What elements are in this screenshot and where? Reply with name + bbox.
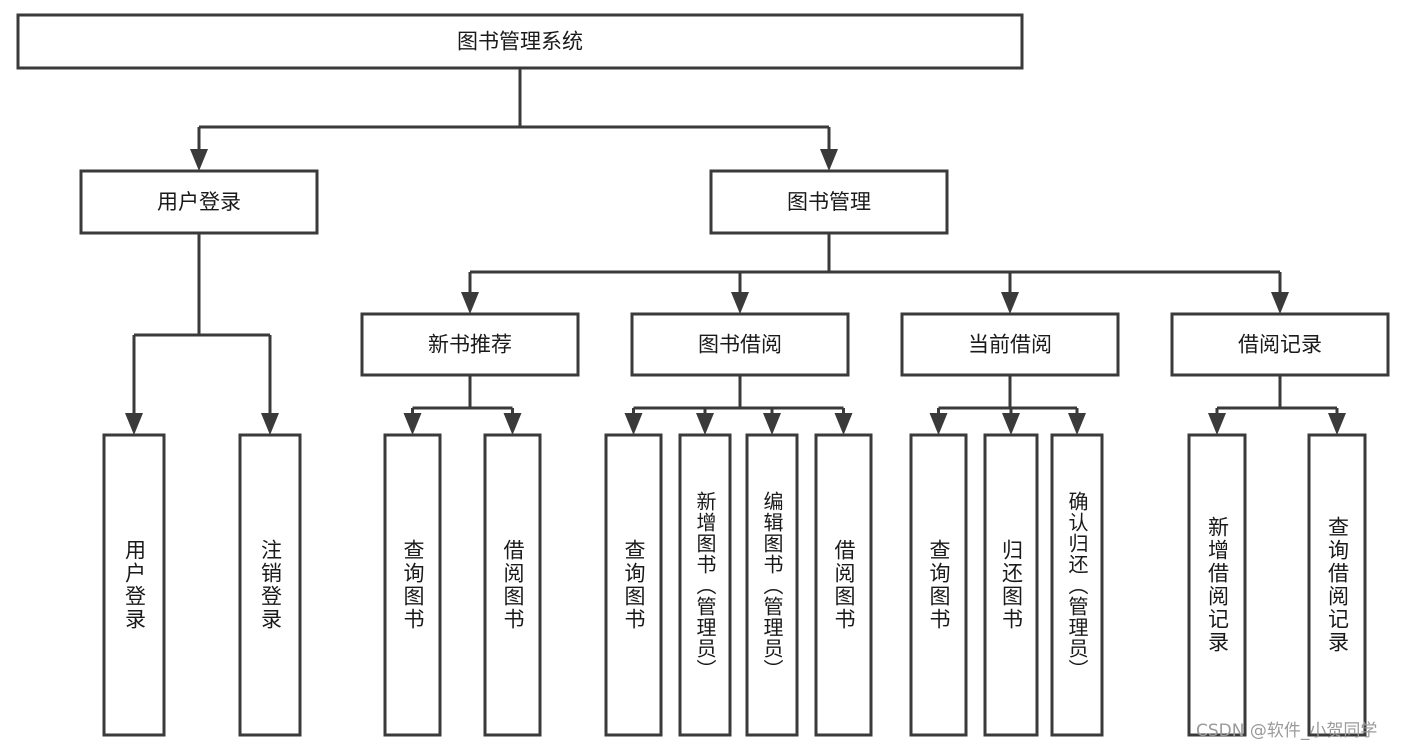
arrow-head-icon	[125, 413, 143, 435]
arrow-head-icon	[1328, 413, 1346, 435]
node-leaf-query-borrow-record[interactable]	[1307, 433, 1367, 737]
arrow-head-icon	[820, 149, 838, 171]
watermark-text: CSDN @软件_小贺同学	[1196, 721, 1378, 741]
arrow-head-icon	[696, 413, 714, 435]
node-leaf-borrow-book-rec[interactable]	[483, 433, 542, 737]
arrow-head-icon	[624, 413, 643, 435]
node-leaf-user-login[interactable]	[102, 433, 166, 737]
node-leaf-query-book-rec[interactable]	[383, 433, 442, 737]
node-leaf-confirm-return-admin[interactable]	[1050, 433, 1104, 737]
connector-layer	[125, 68, 1346, 435]
arrow-head-icon	[1271, 292, 1289, 314]
arrow-head-icon	[261, 413, 279, 435]
node-book-manage[interactable]	[709, 169, 949, 235]
arrow-head-icon	[403, 413, 422, 435]
arrow-head-icon	[1001, 292, 1019, 314]
node-root[interactable]	[16, 13, 1024, 70]
arrow-head-icon	[503, 413, 522, 435]
node-label-book-borrow: 图书借阅	[698, 333, 782, 357]
arrow-head-icon	[1208, 413, 1226, 435]
arrow-head-icon	[190, 149, 208, 171]
node-label-user-login: 用户登录	[157, 190, 241, 214]
node-box-layer	[16, 13, 1390, 737]
node-new-book-rec[interactable]	[360, 312, 580, 377]
node-label-borrow-record: 借阅记录	[1238, 333, 1322, 357]
node-book-borrow[interactable]	[630, 312, 850, 377]
arrow-head-icon	[1068, 413, 1086, 435]
node-borrow-record[interactable]	[1170, 312, 1390, 377]
arrow-head-icon	[929, 413, 948, 435]
node-current-borrow[interactable]	[900, 312, 1120, 377]
node-user-login[interactable]	[79, 169, 319, 235]
arrow-head-icon	[834, 413, 853, 435]
node-leaf-add-book-admin[interactable]	[678, 433, 732, 737]
node-label-book-manage: 图书管理	[787, 190, 871, 214]
node-leaf-borrow-book[interactable]	[814, 433, 873, 737]
node-label-current-borrow: 当前借阅	[968, 333, 1052, 357]
node-leaf-user-logout[interactable]	[238, 433, 302, 737]
node-leaf-edit-book-admin[interactable]	[745, 433, 799, 737]
node-leaf-query-book-cur[interactable]	[909, 433, 968, 737]
arrow-head-icon	[461, 292, 479, 314]
node-leaf-query-book-borrow[interactable]	[604, 433, 663, 737]
node-leaf-add-borrow-record[interactable]	[1187, 433, 1247, 737]
arrow-head-icon	[731, 292, 749, 314]
node-leaf-return-book[interactable]	[983, 433, 1039, 737]
node-label-new-book-rec: 新书推荐	[428, 333, 512, 357]
arrow-head-icon	[763, 413, 781, 435]
node-label-root: 图书管理系统	[457, 30, 583, 54]
arrow-head-icon	[1002, 413, 1020, 435]
